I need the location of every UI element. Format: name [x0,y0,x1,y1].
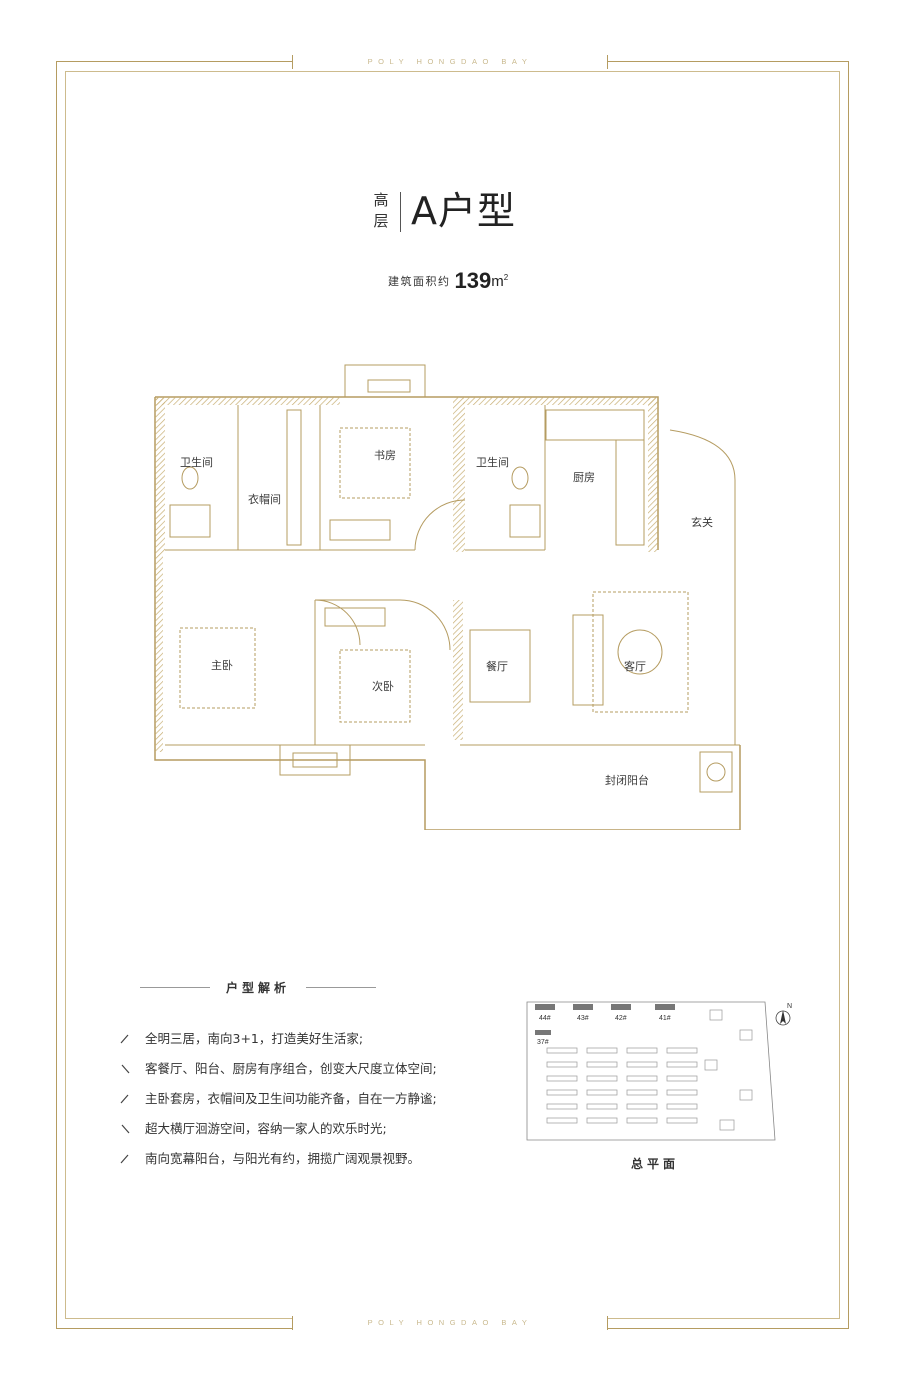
room-label-kitchen: 厨房 [573,471,595,484]
area-label: 建筑面积约 [388,275,451,288]
analysis-heading: 户型解析 [140,979,376,995]
north-label: N [787,1003,792,1010]
room-label-bath-mid: 卫生间 [476,455,509,469]
north-arrow-icon [775,1010,791,1026]
slash-mark-icon [120,1094,130,1104]
building-43: 43# [577,1015,589,1022]
room-label-living: 客厅 [624,659,646,673]
room-label-bath-left: 卫生间 [180,455,213,469]
building-37: 37# [537,1039,549,1046]
page-title: A户型 [411,189,516,233]
title-block: 高层 A户型 [0,188,900,238]
room-label-second: 次卧 [372,679,394,693]
brand-text-top: POLY HONGDAO BAY [367,57,533,66]
building-42: 42# [615,1015,627,1022]
building-44: 44# [539,1015,551,1022]
room-label-closet: 衣帽间 [248,492,281,506]
feature-item: 南向宽幕阳台，与阳光有约，拥揽广阔观景视野。 [120,1148,500,1178]
slash-mark-icon [120,1154,130,1164]
area-value: 139 [454,268,492,293]
slash-mark-icon [120,1034,130,1044]
site-plan: 44# 43# 42# 41# 37# N [526,1001,792,1141]
building-41: 41# [659,1015,671,1022]
analysis-heading-text: 户型解析 [225,981,290,995]
feature-item: 超大横厅洄游空间，容纳一家人的欢乐时光; [120,1118,500,1148]
room-label-master: 主卧 [211,659,233,672]
brand-text-bottom: POLY HONGDAO BAY [367,1318,533,1327]
title-divider [400,192,401,232]
room-label-foyer: 玄关 [691,515,713,529]
feature-item: 客餐厅、阳台、厨房有序组合，创变大尺度立体空间; [120,1058,500,1088]
feature-item: 全明三居，南向3+1，打造美好生活家; [120,1028,500,1058]
brand-banner-top: POLY HONGDAO BAY [292,55,608,69]
backslash-mark-icon [120,1124,130,1134]
feature-item: 主卧套房，衣帽间及卫生间功能齐备，自在一方静谧; [120,1088,500,1118]
backslash-mark-icon [120,1064,130,1074]
site-plan-caption: 总平面 [630,1157,679,1171]
room-label-study: 书房 [374,449,396,462]
floor-plan: 卫生间 衣帽间 书房 卫生间 厨房 玄关 主卧 次卧 餐厅 客厅 封闭阳台 [154,364,741,830]
area-unit: m2 [491,272,509,290]
room-label-balcony: 封闭阳台 [605,773,649,787]
room-label-dining: 餐厅 [486,659,508,673]
brand-banner-bottom: POLY HONGDAO BAY [292,1316,608,1330]
feature-list: 全明三居，南向3+1，打造美好生活家; 客餐厅、阳台、厨房有序组合，创变大尺度立… [120,1028,500,1178]
title-prefix: 高层 [373,191,389,230]
